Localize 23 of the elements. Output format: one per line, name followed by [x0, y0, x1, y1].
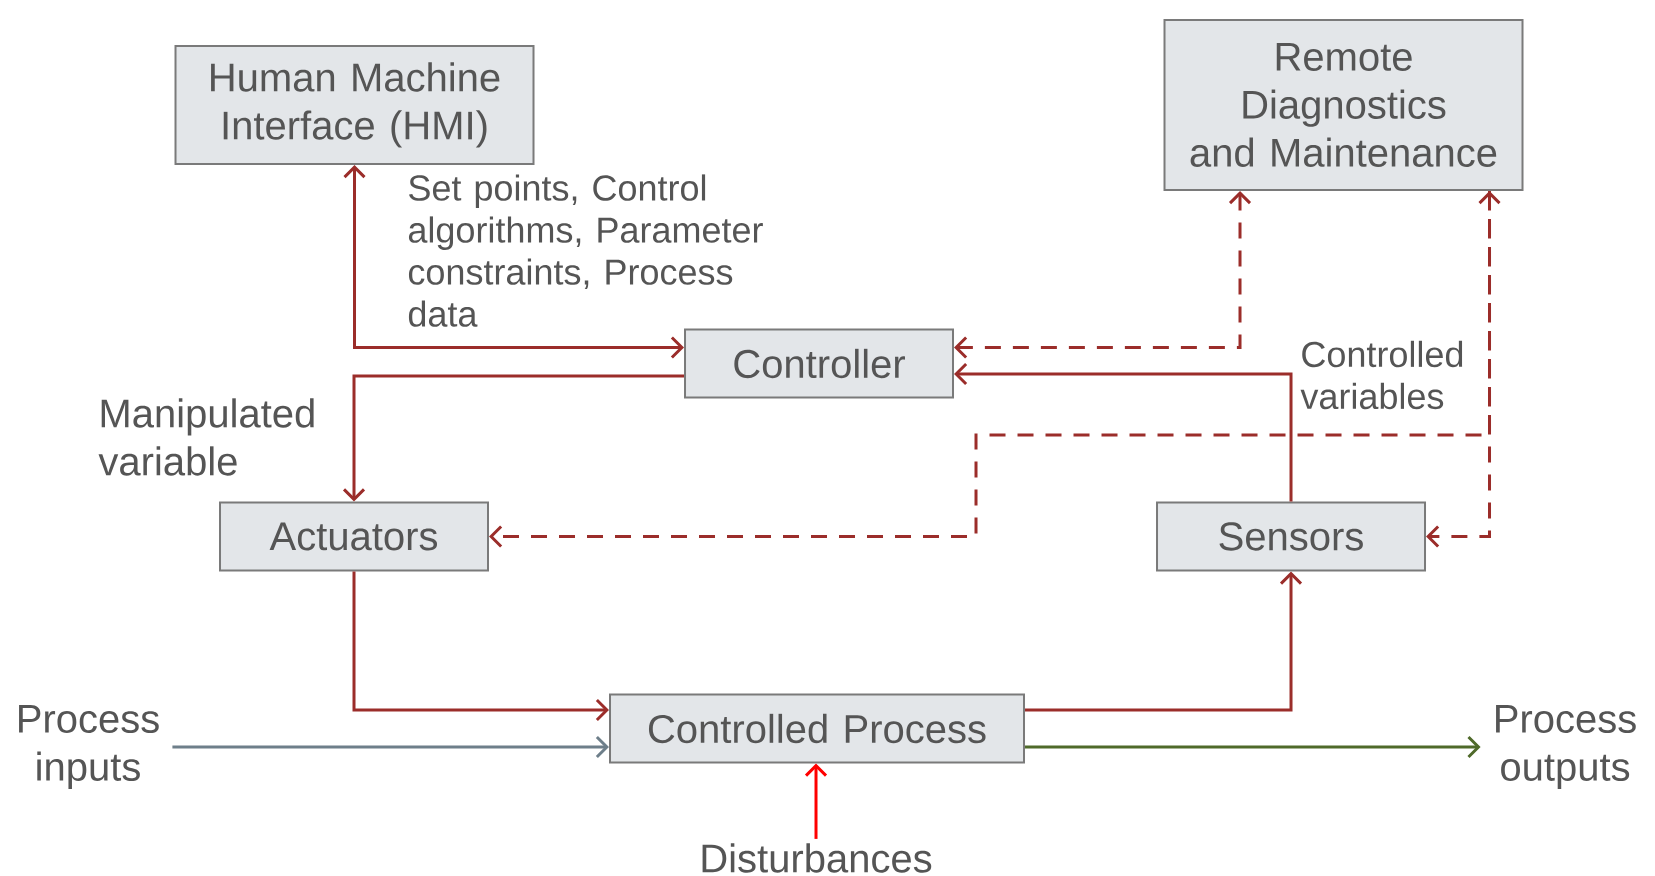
- arrow: [342, 374, 684, 502]
- arrow: [172, 735, 609, 759]
- signal-label: Process outputs: [1496, 705, 1636, 789]
- arrow: [352, 571, 609, 722]
- arrow: [489, 191, 1491, 548]
- arrow: [1426, 191, 1501, 548]
- signal-label: Process inputs: [19, 705, 159, 789]
- arrow: [954, 362, 1293, 502]
- system-box: Remote Diagnostics and Maintenance: [1163, 19, 1524, 191]
- arrow: [804, 763, 828, 839]
- system-box: Controlled Process: [609, 693, 1025, 764]
- arrow: [343, 165, 684, 359]
- arrow: [1025, 571, 1303, 712]
- signal-label: Disturbances: [702, 843, 932, 873]
- edge-label: Manipulated variable: [98, 398, 314, 476]
- system-box: Sensors: [1156, 501, 1426, 572]
- arrow: [1025, 735, 1481, 759]
- arrow: [954, 191, 1252, 359]
- edge-label: Set points, Control algorithms, Parameter constraints, Process data: [408, 174, 763, 327]
- system-box: Controller: [684, 328, 954, 399]
- edge-label: Controlled variables: [1300, 340, 1463, 410]
- system-box: Actuators: [219, 501, 489, 572]
- system-box: Human Machine Interface (HMI): [174, 45, 535, 165]
